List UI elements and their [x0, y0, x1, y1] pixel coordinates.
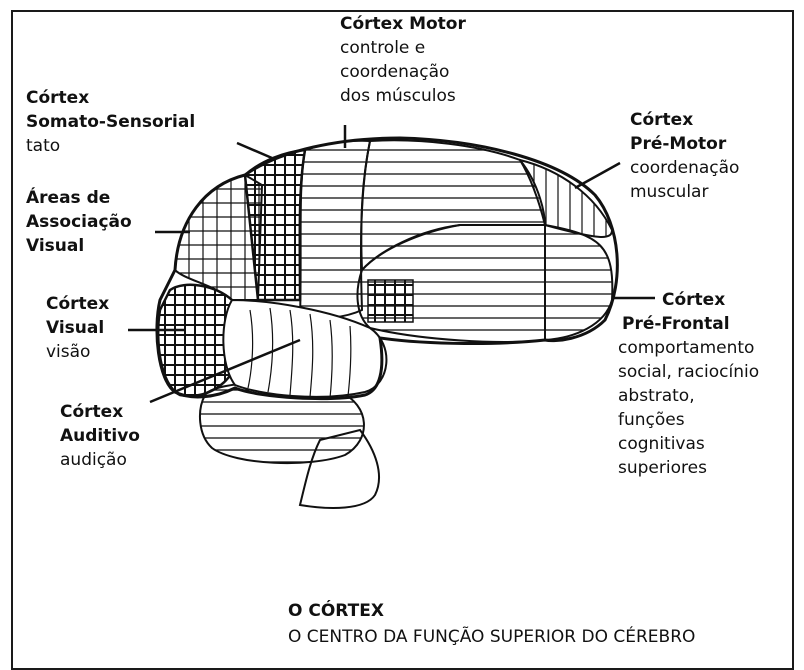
label-motor: Córtex Motor controle e coordenação dos … [340, 12, 466, 108]
label-somato: Córtex Somato-Sensorial tato [26, 86, 195, 158]
premotor-desc-line: muscular [630, 180, 739, 204]
assoc-visual-title-line: Visual [26, 234, 132, 258]
auditivo-desc: audição [60, 448, 140, 472]
figure-caption: O CÓRTEX O CENTRO DA FUNÇÃO SUPERIOR DO … [288, 598, 695, 650]
premotor-leader [575, 163, 620, 188]
somato-title-line: Córtex [26, 86, 195, 110]
motor-desc-line: dos músculos [340, 84, 466, 108]
somato-title-line: Somato-Sensorial [26, 110, 195, 134]
auditivo-title-line: Auditivo [60, 424, 140, 448]
prefrontal-desc-line: abstrato, [618, 384, 759, 408]
grid-patch [368, 280, 413, 322]
label-premotor: Córtex Pré-Motor coordenação muscular [630, 108, 739, 204]
caption-subtitle: O CENTRO DA FUNÇÃO SUPERIOR DO CÉREBRO [288, 627, 695, 647]
motor-title: Córtex Motor [340, 12, 466, 36]
visual-title-line: Visual [46, 316, 109, 340]
motor-desc-line: controle e [340, 36, 466, 60]
caption-title: O CÓRTEX [288, 598, 695, 624]
prefrontal-desc-line: social, raciocínio [618, 360, 759, 384]
label-assoc-visual: Áreas de Associação Visual [26, 186, 132, 258]
premotor-title-line: Córtex [630, 108, 739, 132]
label-auditivo: Córtex Auditivo audição [60, 400, 140, 472]
somato-desc: tato [26, 134, 195, 158]
auditivo-title-line: Córtex [60, 400, 140, 424]
prefrontal-desc-line: funções [618, 408, 759, 432]
visual-title-line: Córtex [46, 292, 109, 316]
premotor-desc-line: coordenação [630, 156, 739, 180]
prefrontal-title-line: Pré-Frontal [618, 312, 759, 336]
prefrontal-desc-line: cognitivas [618, 432, 759, 456]
motor-desc-line: coordenação [340, 60, 466, 84]
premotor-title-line: Pré-Motor [630, 132, 739, 156]
label-visual: Córtex Visual visão [46, 292, 109, 364]
prefrontal-title-line: Córtex [618, 288, 759, 312]
prefrontal-desc-line: superiores [618, 456, 759, 480]
visual-desc: visão [46, 340, 109, 364]
label-prefrontal: Córtex Pré-Frontal comportamento social,… [618, 288, 759, 480]
prefrontal-desc-line: comportamento [618, 336, 759, 360]
somato-leader [237, 143, 272, 158]
assoc-visual-title-line: Associação [26, 210, 132, 234]
assoc-visual-title-line: Áreas de [26, 186, 132, 210]
